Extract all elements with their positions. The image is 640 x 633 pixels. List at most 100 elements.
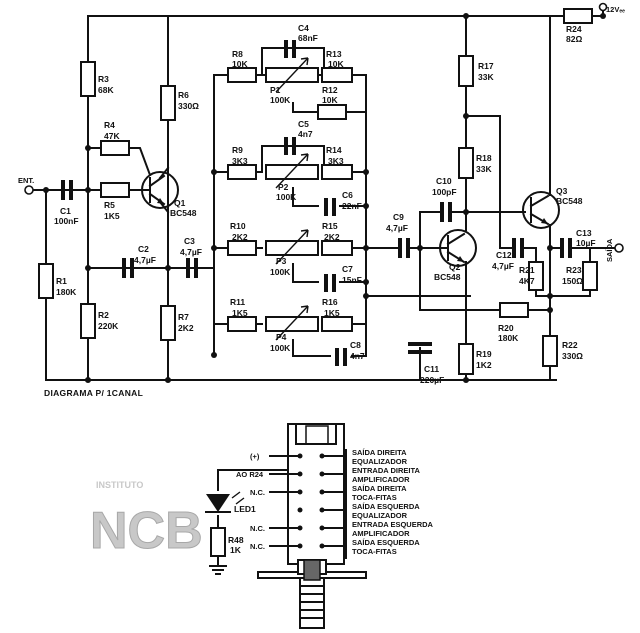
r21-value: 4K7 <box>519 276 535 286</box>
switch-out-3-line1: SAÍDA DIREITA <box>352 484 407 493</box>
output-label: SAÍDA <box>605 238 614 262</box>
p4-arrow <box>275 305 309 341</box>
c9-symbol <box>398 238 410 258</box>
supply-terminal <box>598 2 608 12</box>
c4-value: 68nF <box>298 33 318 43</box>
r21-name: R21 <box>519 265 535 275</box>
r5-value: 1K5 <box>104 211 120 221</box>
input-label: ENT. <box>18 176 34 185</box>
r24-value: 82Ω <box>566 34 582 44</box>
switch-out-5-line1: ENTRADA ESQUERDA <box>352 520 434 529</box>
r6-body <box>160 85 176 121</box>
r8-name: R8 <box>232 49 243 59</box>
c6-name: C6 <box>342 190 353 200</box>
watermark-top: INSTITUTO <box>96 480 143 490</box>
r12-body <box>317 104 347 120</box>
c5-symbol <box>284 137 296 155</box>
r18-name: R18 <box>476 153 492 163</box>
c11-symbol <box>408 342 432 354</box>
switch-out-2-line1: ENTRADA DIREITA <box>352 466 420 475</box>
r19-name: R19 <box>476 349 492 359</box>
capacitors <box>61 40 572 366</box>
q3-value: BC548 <box>556 196 583 206</box>
c3-name: C3 <box>184 236 195 246</box>
input-terminal <box>24 185 34 195</box>
p2-name: P2 <box>278 182 289 192</box>
supply-label: 12Vₑₑ <box>606 5 625 14</box>
c11-value: 220µF <box>420 375 444 385</box>
potentiometers <box>265 57 319 341</box>
r13-name: R13 <box>326 49 342 59</box>
r15-name: R15 <box>322 221 338 231</box>
r18-body <box>458 147 474 179</box>
r13-body <box>321 67 353 83</box>
r20-body <box>499 302 529 318</box>
r5-name: R5 <box>104 200 115 210</box>
r3-value: 68K <box>98 85 114 95</box>
r1-value: 180K <box>56 287 77 297</box>
r2-value: 220K <box>98 321 119 331</box>
switch-pin-plus: (+) <box>250 452 260 461</box>
switch-out-6-line2: TOCA-FITAS <box>352 547 397 556</box>
switch-pin-ao-r24: AO R24 <box>236 470 264 479</box>
c9-name: C9 <box>393 212 404 222</box>
c3-symbol <box>186 258 198 278</box>
r8-body <box>227 67 257 83</box>
q3-name: Q3 <box>556 186 568 196</box>
r19-value: 1K2 <box>476 360 492 370</box>
r16-name: R16 <box>322 297 338 307</box>
watermark-logo: INSTITUTO NCB <box>90 480 204 561</box>
r7-value: 2K2 <box>178 323 194 333</box>
switch-pin-nc-1: N.C. <box>250 488 265 497</box>
c10-symbol <box>440 202 452 222</box>
r5-body <box>100 182 130 198</box>
c7-name: C7 <box>342 264 353 274</box>
r20-name: R20 <box>498 323 514 333</box>
r24-name: R24 <box>566 24 582 34</box>
r13-value: 10K <box>328 59 344 69</box>
switch-out-2-line2: AMPLIFICADOR <box>352 475 410 484</box>
ground-icon <box>209 565 227 575</box>
led1-symbol <box>206 494 230 512</box>
switch-pin-nc-3: N.C. <box>250 542 265 551</box>
transistors <box>141 171 560 267</box>
switch-pin-nc-2: N.C. <box>250 524 265 533</box>
q2-symbol <box>439 229 477 267</box>
r22-value: 330Ω <box>562 351 583 361</box>
q1-symbol <box>141 171 179 209</box>
r14-value: 3K3 <box>328 156 344 166</box>
switch-out-1-line2: EQUALIZADOR <box>352 457 408 466</box>
r16-value: 1K5 <box>324 308 340 318</box>
r12-name: R12 <box>322 85 338 95</box>
resistors <box>38 8 598 557</box>
r10-value: 2K2 <box>232 232 248 242</box>
r15-body <box>321 240 353 256</box>
c10-name: C10 <box>436 176 452 186</box>
r18-value: 33K <box>476 164 492 174</box>
r22-body <box>542 335 558 367</box>
p4-name: P4 <box>276 332 287 342</box>
r14-body <box>321 164 353 180</box>
r4-value: 47K <box>104 131 120 141</box>
q2-name: Q2 <box>449 262 461 272</box>
p2-value: 100K <box>276 192 297 202</box>
r7-name: R7 <box>178 312 189 322</box>
r11-body <box>227 316 257 332</box>
r23-value: 150Ω <box>562 276 583 286</box>
r48-value: 1K <box>230 545 242 555</box>
c7-value: 15nF <box>342 275 362 285</box>
r17-name: R17 <box>478 61 494 71</box>
c13-symbol <box>560 238 572 258</box>
r9-body <box>227 164 257 180</box>
r3-name: R3 <box>98 74 109 84</box>
c6-symbol <box>324 198 336 216</box>
r11-name: R11 <box>230 297 245 307</box>
c1-name: C1 <box>60 206 71 216</box>
c11-name: C11 <box>424 364 439 374</box>
r9-name: R9 <box>232 145 243 155</box>
p1-arrow <box>275 57 309 93</box>
r10-body <box>227 240 257 256</box>
r16-body <box>321 316 353 332</box>
r23-body <box>582 261 598 291</box>
c5-value: 4n7 <box>298 129 313 139</box>
